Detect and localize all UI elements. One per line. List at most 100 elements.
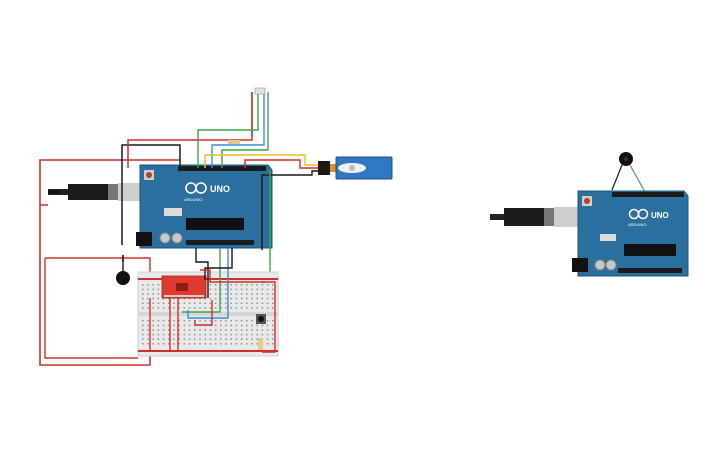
breadboard-hole: [220, 343, 222, 345]
servo-motor-icon[interactable]: [318, 156, 393, 180]
piezo-buzzer-left-icon[interactable]: [116, 255, 130, 285]
breadboard-hole: [272, 307, 274, 309]
breadboard-hole: [261, 297, 264, 300]
breadboard-hole: [157, 320, 160, 322]
breadboard-hole: [225, 297, 227, 300]
usb-plug-right-icon: [490, 207, 578, 227]
breadboard-hole: [209, 320, 212, 322]
breadboard-hole: [194, 302, 196, 304]
piezo-buzzer-icon[interactable]: [619, 152, 633, 166]
breadboard-hole: [183, 338, 186, 340]
breadboard-hole: [235, 338, 238, 340]
breadboard-hole: [147, 329, 149, 331]
breadboard-hole: [225, 288, 227, 291]
breadboard-hole: [214, 333, 217, 336]
wire-bb-blue[interactable]: [187, 248, 229, 319]
breadboard-hole: [199, 307, 201, 309]
breadboard-hole: [214, 338, 217, 340]
breadboard-hole: [204, 338, 206, 340]
wire-pot-green[interactable]: [197, 92, 259, 168]
wire-pot-green-2[interactable]: [221, 92, 269, 168]
wire-black-top[interactable]: [121, 144, 181, 245]
resistor-breadboard-icon[interactable]: [258, 338, 263, 350]
wire-bb-green[interactable]: [182, 248, 221, 313]
breadboard-hole: [204, 297, 206, 300]
breadboard-hole: [199, 329, 201, 331]
breadboard-hole: [142, 297, 144, 300]
red-module-icon[interactable]: [161, 275, 207, 299]
wire-bb-red-right[interactable]: [262, 281, 276, 353]
breadboard-hole: [256, 343, 258, 345]
wire-servo-yellow[interactable]: [204, 154, 320, 168]
breadboard-hole: [204, 307, 206, 309]
breadboard-hole: [230, 293, 232, 295]
wire-red-left-loop-3[interactable]: [44, 258, 138, 359]
wire-bb-black-2[interactable]: [204, 248, 233, 280]
breadboard-hole: [142, 302, 144, 304]
breadboard-hole: [272, 297, 274, 300]
breadboard-hole: [178, 302, 180, 304]
wire-servo-red[interactable]: [244, 159, 320, 169]
breadboard-hole: [214, 302, 217, 304]
breadboard-hole: [199, 333, 201, 336]
breadboard-hole: [220, 293, 222, 295]
breadboard-hole: [188, 320, 191, 322]
breadboard-hole: [256, 297, 258, 300]
arduino-uno-right[interactable]: UNO ARDUINO: [572, 190, 689, 277]
wire-bb-red-4[interactable]: [194, 300, 213, 326]
breadboard-hole: [209, 307, 212, 309]
breadboard-hole: [256, 302, 258, 304]
wire-red-left-loop-2[interactable]: [39, 205, 151, 366]
breadboard-hole: [240, 333, 243, 336]
breadboard-hole: [173, 338, 175, 340]
breadboard-hole: [246, 338, 248, 340]
breadboard-hole: [209, 338, 212, 340]
breadboard-hole: [214, 284, 217, 286]
breadboard-hole: [225, 333, 227, 336]
breadboard-hole: [246, 343, 248, 345]
wire-pot-blue[interactable]: [211, 92, 265, 168]
breadboard-hole: [272, 302, 274, 304]
breadboard-hole: [147, 324, 149, 327]
wire-red-lower[interactable]: [45, 257, 151, 275]
breadboard-hole: [142, 333, 144, 336]
breadboard-hole: [188, 302, 191, 304]
breadboard-hole: [225, 320, 227, 322]
breadboard-hole: [225, 307, 227, 309]
breadboard-hole: [251, 293, 253, 295]
sensor-top-icon[interactable]: [254, 87, 266, 95]
wire-buzzer-green[interactable]: [629, 164, 646, 193]
arduino-uno-left[interactable]: UNO ARDUINO: [136, 164, 273, 249]
breadboard-hole: [178, 329, 180, 331]
breadboard-hole: [246, 329, 248, 331]
resistor-icon[interactable]: [228, 140, 240, 144]
breadboard-hole: [199, 338, 201, 340]
breadboard-hole: [266, 293, 269, 295]
breadboard-hole: [230, 333, 232, 336]
breadboard-hole: [209, 293, 212, 295]
wire-servo-black[interactable]: [261, 170, 320, 250]
breadboard-hole: [272, 284, 274, 286]
pushbutton-icon[interactable]: [256, 314, 266, 324]
wire-buzzer-black[interactable]: [611, 164, 623, 191]
breadboard-hole: [235, 320, 238, 322]
breadboard-hole: [194, 338, 196, 340]
breadboard-hole: [272, 324, 274, 327]
breadboard-hole: [168, 333, 170, 336]
breadboard-hole: [220, 288, 222, 291]
breadboard-hole: [173, 343, 175, 345]
breadboard-hole: [230, 343, 232, 345]
wire-bb-red-right-2[interactable]: [200, 269, 265, 283]
wire-red-left-loop[interactable]: [39, 159, 180, 206]
breadboard-hole: [266, 324, 269, 327]
breadboard-hole: [173, 333, 175, 336]
breadboard-hole: [173, 302, 175, 304]
breadboard-hole: [272, 320, 274, 322]
breadboard-hole: [251, 307, 253, 309]
breadboard-hole: [246, 293, 248, 295]
breadboard-hole: [188, 324, 191, 327]
breadboard-hole: [256, 307, 258, 309]
wire-bb-black[interactable]: [195, 248, 209, 298]
breadboard-hole: [240, 288, 243, 291]
